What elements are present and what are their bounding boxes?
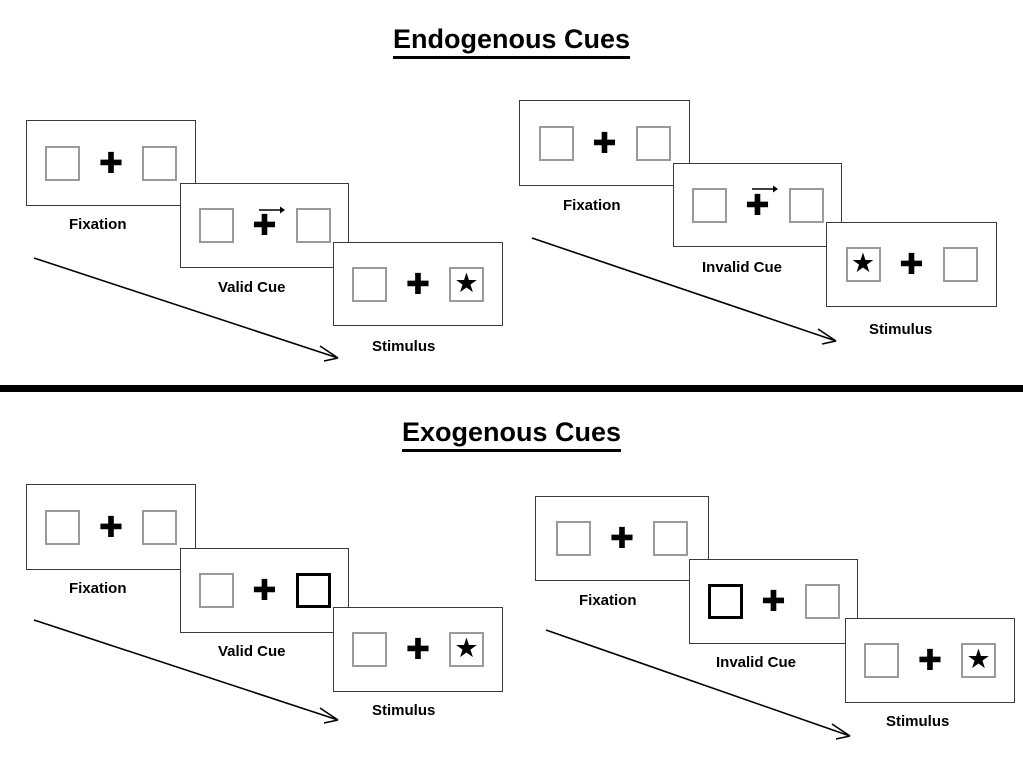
frame-endogenous-invalid-stimulus: ★ ✚: [826, 222, 997, 307]
fixation-cross-wrap: ✚: [405, 265, 431, 303]
section-divider: [0, 385, 1023, 392]
stage-label-exogenous-invalid-cue: Invalid Cue: [716, 654, 797, 671]
fixation-cross-wrap: ✚: [252, 206, 285, 245]
left-box: [352, 266, 387, 302]
left-box: [45, 145, 80, 181]
stage-label-endogenous-valid-stimulus: Stimulus: [372, 338, 436, 355]
stimulus-row: ✚ ★: [334, 631, 502, 669]
frame-exogenous-valid-fixation: ✚: [26, 484, 196, 570]
frame-exogenous-valid-stimulus: ✚ ★: [333, 607, 503, 692]
left-box: [352, 632, 387, 667]
right-box: ★: [449, 266, 484, 302]
star-icon: ★: [966, 644, 991, 674]
star-icon: ★: [850, 248, 876, 278]
left-box: [556, 521, 591, 556]
section-title-exogenous-text: Exogenous Cues: [401, 417, 622, 452]
plus-icon: ✚: [98, 509, 124, 544]
timeline-arrow-exogenous-invalid: [545, 629, 851, 740]
frame-endogenous-invalid-cue: ✚: [673, 163, 842, 247]
frame-endogenous-invalid-fixation: ✚: [519, 100, 690, 186]
fixation-cross-wrap: ✚: [405, 631, 431, 669]
cue-arrow-right-icon: [258, 206, 285, 213]
stage-label-exogenous-valid-cue: Valid Cue: [218, 643, 286, 660]
fixation-cross-wrap: ✚: [745, 185, 778, 224]
plus-icon: ✚: [405, 266, 431, 301]
plus-icon: ✚: [405, 632, 431, 666]
right-box: [142, 145, 177, 181]
stimulus-row: ✚: [674, 185, 841, 224]
stimulus-row: ✚: [536, 520, 708, 558]
left-box: [45, 509, 80, 545]
left-box: ★: [845, 247, 881, 282]
right-box: [942, 247, 978, 282]
frame-endogenous-valid-cue: ✚: [180, 183, 349, 268]
frame-endogenous-valid-fixation: ✚: [26, 120, 196, 206]
plus-icon: ✚: [609, 521, 635, 555]
plus-icon: ✚: [761, 584, 786, 618]
stimulus-row: ★ ✚: [827, 246, 996, 284]
timeline-arrow-exogenous-valid: [33, 619, 339, 724]
section-title-endogenous: Endogenous Cues: [0, 24, 1023, 59]
fixation-cross-wrap: ✚: [98, 144, 124, 182]
right-box: [653, 521, 688, 556]
left-box: [198, 208, 234, 243]
timeline-arrow-endogenous-invalid: [531, 237, 837, 345]
stimulus-row: ✚: [181, 572, 348, 610]
timeline-arrow-endogenous-valid: [33, 257, 339, 362]
right-box: ★: [449, 632, 484, 667]
stimulus-row: ✚: [520, 124, 689, 162]
star-icon: ★: [454, 267, 479, 298]
section-title-endogenous-text: Endogenous Cues: [392, 24, 630, 59]
stimulus-row: ✚: [181, 206, 348, 245]
fixation-cross-wrap: ✚: [592, 124, 618, 162]
fixation-cross-wrap: ✚: [899, 246, 925, 284]
plus-icon: ✚: [592, 125, 617, 160]
plus-icon: ✚: [252, 208, 277, 242]
stimulus-row: ✚: [690, 583, 857, 621]
frame-exogenous-valid-cue: ✚: [180, 548, 349, 633]
left-box: [538, 125, 574, 161]
stimulus-row: ✚: [27, 144, 195, 182]
right-box: [295, 208, 331, 243]
frame-exogenous-invalid-fixation: ✚: [535, 496, 709, 581]
plus-icon: ✚: [745, 187, 770, 222]
fixation-cross-wrap: ✚: [98, 508, 124, 546]
stimulus-row: ✚ ★: [334, 265, 502, 303]
stage-label-endogenous-valid-fixation: Fixation: [69, 216, 127, 233]
stage-label-exogenous-valid-stimulus: Stimulus: [372, 702, 436, 719]
frame-exogenous-invalid-stimulus: ✚ ★: [845, 618, 1015, 703]
right-box: [635, 125, 671, 161]
stage-label-exogenous-invalid-stimulus: Stimulus: [886, 713, 950, 730]
right-box: ★: [961, 643, 996, 678]
left-box: [691, 187, 727, 223]
section-title-exogenous: Exogenous Cues: [0, 417, 1023, 452]
left-box: [198, 573, 234, 608]
stimulus-row: ✚: [27, 508, 195, 546]
right-box: [804, 584, 840, 619]
right-box: [788, 187, 824, 223]
stimulus-row: ✚ ★: [846, 642, 1014, 680]
fixation-cross-wrap: ✚: [917, 642, 943, 680]
fixation-cross-wrap: ✚: [761, 583, 787, 621]
star-icon: ★: [454, 633, 479, 663]
frame-endogenous-valid-stimulus: ✚ ★: [333, 242, 503, 326]
stage-label-endogenous-valid-cue: Valid Cue: [218, 279, 286, 296]
stage-label-exogenous-invalid-fixation: Fixation: [579, 592, 637, 609]
frame-exogenous-invalid-cue: ✚: [689, 559, 858, 644]
plus-icon: ✚: [252, 573, 277, 607]
fixation-cross-wrap: ✚: [609, 520, 635, 558]
plus-icon: ✚: [899, 247, 924, 281]
stage-label-endogenous-invalid-cue: Invalid Cue: [702, 259, 783, 276]
right-box: [142, 509, 177, 545]
cue-arrow-right-icon: [751, 185, 778, 193]
stage-label-exogenous-valid-fixation: Fixation: [69, 580, 127, 597]
stage-label-endogenous-invalid-fixation: Fixation: [563, 197, 621, 214]
right-box-cued: [295, 573, 331, 608]
plus-icon: ✚: [98, 145, 124, 180]
left-box-cued: [707, 584, 743, 619]
left-box: [864, 643, 899, 678]
fixation-cross-wrap: ✚: [252, 572, 278, 610]
stage-label-endogenous-invalid-stimulus: Stimulus: [869, 321, 933, 338]
plus-icon: ✚: [917, 643, 943, 677]
